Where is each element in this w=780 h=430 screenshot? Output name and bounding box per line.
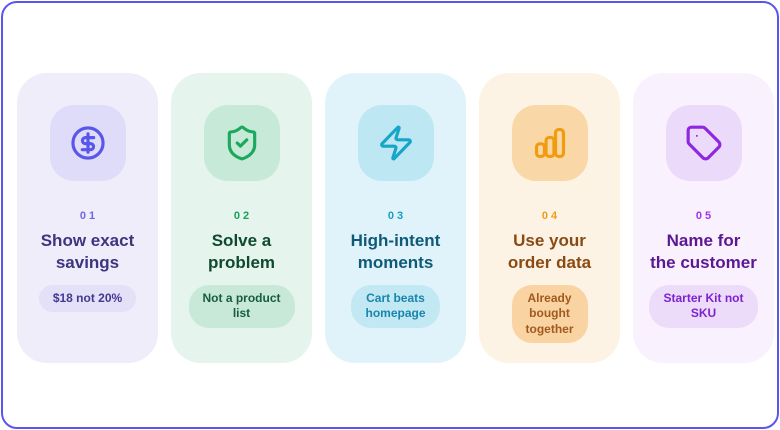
tag-icon [665, 105, 742, 181]
step-number: 01 [79, 210, 99, 222]
card-solve-a-problem: 02 Solve a problem Not a product list [171, 73, 312, 363]
card-name-for-the-customer: 05 Name for the customer Starter Kit not… [633, 73, 774, 363]
step-number: 02 [233, 210, 253, 222]
card-title: Name for the customer [650, 231, 757, 272]
card-title: Use your order data [507, 231, 592, 272]
card-use-your-order-data: 04 Use your order data Already bought to… [479, 73, 620, 363]
circle-dollar-icon [49, 105, 126, 181]
step-number: 03 [387, 210, 407, 222]
card-title: High-intent moments [350, 231, 441, 272]
lightning-icon [357, 105, 434, 181]
card-title: Show exact savings [40, 231, 135, 272]
step-number: 05 [695, 210, 715, 222]
card-title: Solve a problem [207, 231, 276, 272]
card-show-exact-savings: 01 Show exact savings $18 not 20% [17, 73, 158, 363]
card-badge: Not a product list [188, 284, 295, 328]
card-badge: Already bought together [511, 284, 588, 344]
card-badge: Starter Kit not SKU [649, 284, 758, 328]
card-high-intent-moments: 03 High-intent moments Cart beats homepa… [325, 73, 466, 363]
card-badge: $18 not 20% [38, 284, 137, 313]
step-number: 04 [541, 210, 561, 222]
cards-row: 01 Show exact savings $18 not 20% 02 Sol… [17, 73, 774, 363]
shield-check-icon [203, 105, 280, 181]
bar-chart-icon [511, 105, 588, 181]
card-badge: Cart beats homepage [351, 284, 440, 328]
